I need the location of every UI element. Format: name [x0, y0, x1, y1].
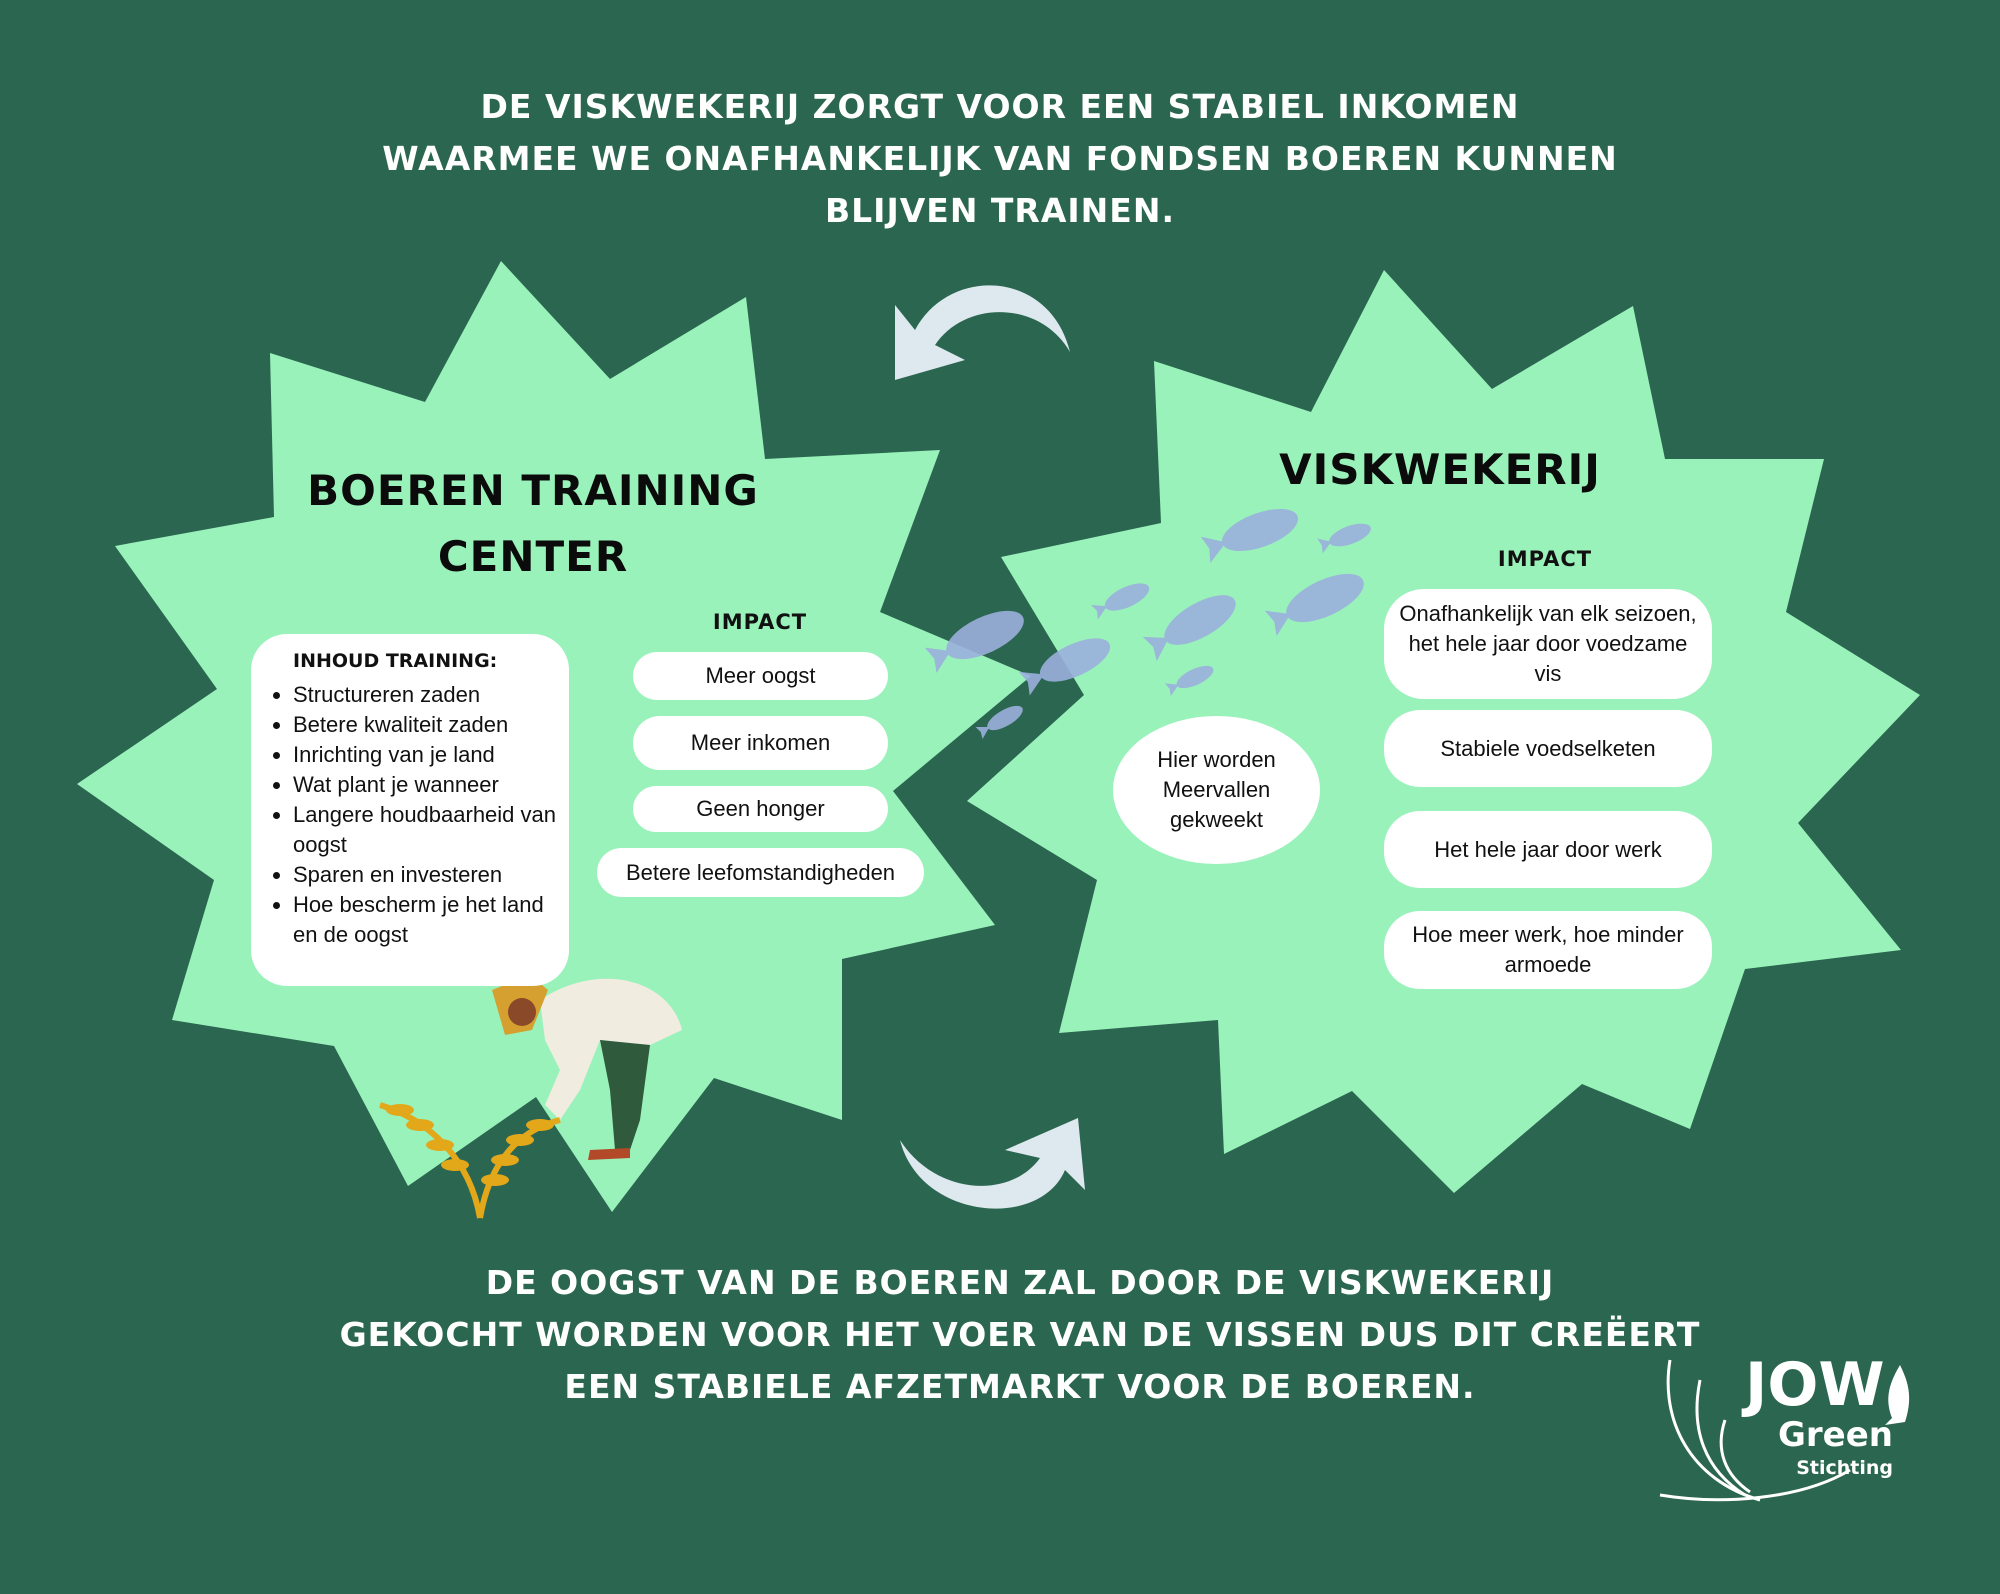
- training-heading: INHOUD TRAINING:: [293, 650, 498, 672]
- right-impact-label: IMPACT: [1497, 547, 1593, 571]
- impact-pill: Onafhankelijk van elk seizoen, het hele …: [1384, 589, 1712, 699]
- left-title: BOEREN TRAINING CENTER: [283, 458, 783, 590]
- list-item: Wat plant je wanneer: [293, 770, 569, 800]
- logo-text: JOW: [1745, 1350, 1885, 1420]
- list-item: Langere houdbaarheid van oogst: [293, 800, 569, 860]
- logo-text: Stichting: [1796, 1457, 1893, 1479]
- meervallen-oval: Hier worden Meervallen gekweekt: [1113, 716, 1320, 864]
- impact-pill: Betere leefomstandigheden: [597, 848, 924, 897]
- header-line: DE VISKWEKERIJ ZORGT VOOR EEN STABIEL IN…: [480, 87, 1520, 126]
- logo-fish-icon: [1885, 1365, 1910, 1425]
- list-item: Betere kwaliteit zaden: [293, 710, 569, 740]
- fish-school-icon: [924, 508, 1371, 740]
- title-line: CENTER: [437, 532, 629, 581]
- farmer-illustration: [379, 975, 682, 1219]
- list-item: Inrichting van je land: [293, 740, 569, 770]
- list-item: Structureren zaden: [293, 680, 569, 710]
- impact-pill: Geen honger: [633, 786, 888, 832]
- list-item: Sparen en investeren: [293, 860, 569, 890]
- impact-pill: Meer oogst: [633, 652, 888, 700]
- impact-pill: Hoe meer werk, hoe minder armoede: [1384, 911, 1712, 989]
- logo-wheat-icon: [1659, 1359, 1851, 1502]
- header-line: BLIJVEN TRAINEN.: [825, 191, 1175, 230]
- footer-line: GEKOCHT WORDEN VOOR HET VOER VAN DE VISS…: [339, 1315, 1701, 1354]
- title-line: BOEREN TRAINING: [307, 466, 759, 515]
- list-item: Hoe bescherm je het land en de oogst: [293, 890, 569, 950]
- header-line: WAARMEE WE ONAFHANKELIJK VAN FONDSEN BOE…: [382, 139, 1618, 178]
- impact-pill: Meer inkomen: [633, 716, 888, 770]
- right-title: VISKWEKERIJ: [1279, 445, 1601, 494]
- training-list: Structureren zaden Betere kwaliteit zade…: [251, 680, 569, 950]
- jow-green-logo: JOW Green Stichting: [1745, 1355, 1905, 1481]
- footer-line: EEN STABIELE AFZETMARKT VOOR DE BOEREN.: [564, 1367, 1476, 1406]
- footer-line: DE OOGST VAN DE BOEREN ZAL DOOR DE VISKW…: [485, 1263, 1555, 1302]
- curved-arrow-bottom-icon: [900, 1118, 1085, 1209]
- left-impact-label: IMPACT: [712, 610, 808, 634]
- training-content-box: INHOUD TRAINING: Structureren zaden Bete…: [251, 634, 569, 986]
- footer-text: DE OOGST VAN DE BOEREN ZAL DOOR DE VISKW…: [0, 1257, 2000, 1413]
- impact-pill: Stabiele voedselketen: [1384, 710, 1712, 787]
- impact-pill: Het hele jaar door werk: [1384, 811, 1712, 888]
- curved-arrow-top-icon: [895, 285, 1070, 380]
- header-text: DE VISKWEKERIJ ZORGT VOOR EEN STABIEL IN…: [0, 81, 2000, 237]
- logo-text: Green: [1778, 1415, 1893, 1455]
